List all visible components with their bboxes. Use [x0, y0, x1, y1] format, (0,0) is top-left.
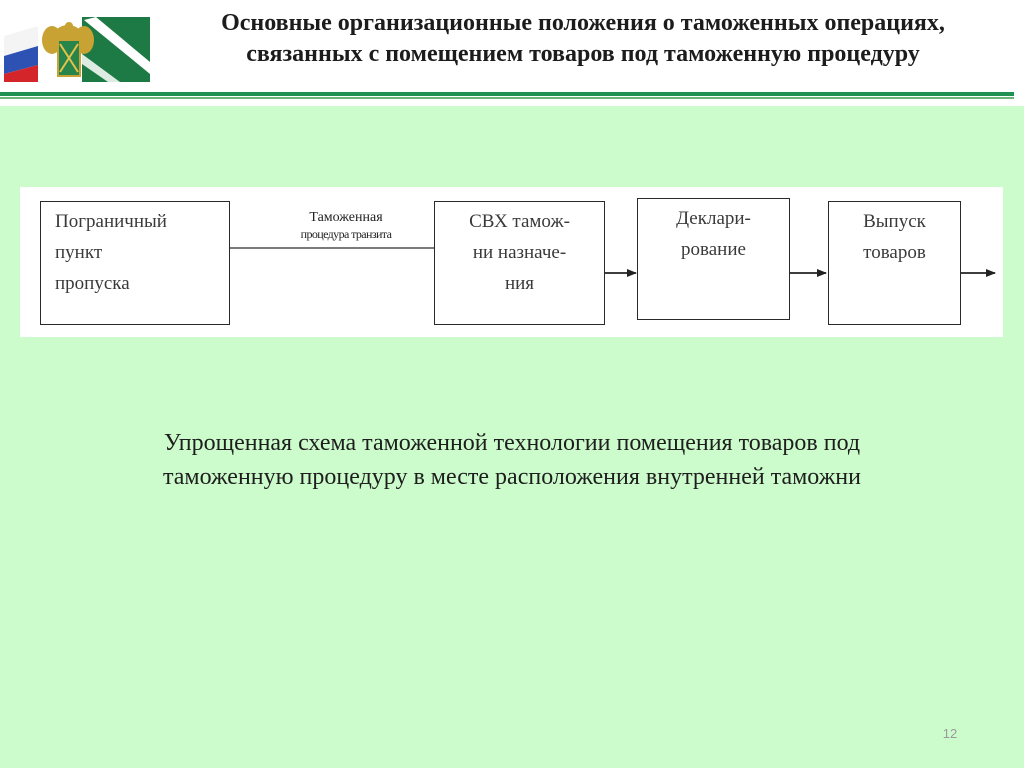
page-number: 12: [942, 726, 958, 741]
header-stripe: [0, 92, 1014, 96]
diagram-connectors: [229, 247, 996, 277]
node-label-line: Выпуск: [863, 211, 926, 232]
edge-label-line: Таможенная: [309, 210, 383, 225]
node-label-line: рование: [681, 239, 746, 260]
node-label-line: ни назначе-: [472, 242, 567, 263]
caption-line: Упрощенная схема таможенной технологии п…: [163, 430, 861, 456]
node-svh: СВХ тамож- ни назначе- ния: [434, 201, 605, 325]
node-label-line: ния: [504, 273, 535, 294]
diagram-caption: Упрощенная схема таможенной технологии п…: [60, 426, 964, 494]
slide-title: Основные организационные положения о там…: [150, 8, 1016, 70]
node-label-line: Пограничный: [55, 211, 167, 232]
slide-title-line: связанных с помещением товаров под тамож…: [246, 41, 920, 67]
node-declaration: Деклари- рование: [637, 198, 790, 320]
edge-label-line: процедура транзита: [300, 227, 392, 241]
node-label-line: СВХ тамож-: [469, 211, 570, 232]
slide-header: Основные организационные положения о там…: [0, 0, 1024, 106]
node-label-line: пункт: [55, 242, 103, 263]
node-label-line: Деклари-: [676, 208, 751, 229]
header-divider: [0, 97, 1014, 99]
edge-label-transit: Таможенная процедура транзита: [266, 209, 426, 243]
node-release: Выпуск товаров: [828, 201, 961, 325]
process-diagram: Пограничный пункт пропуска Таможенная пр…: [20, 187, 1003, 337]
slide-title-line: Основные организационные положения о там…: [221, 10, 945, 36]
caption-line: таможенную процедуру в месте расположени…: [163, 464, 861, 490]
node-label-line: пропуска: [55, 273, 130, 294]
customs-emblem-flag-icon: [4, 17, 150, 82]
node-border-checkpoint: Пограничный пункт пропуска: [40, 201, 230, 325]
node-label-line: товаров: [863, 242, 926, 263]
